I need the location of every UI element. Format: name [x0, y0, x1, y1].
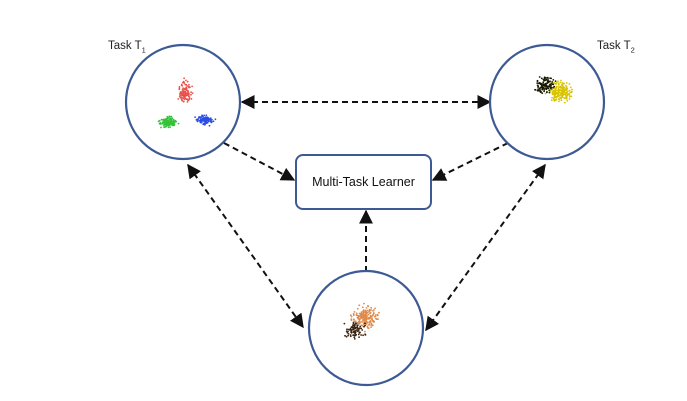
task-t3-node — [307, 269, 425, 387]
arrow-t1-t3 — [187, 163, 304, 329]
arrow-t1-learner — [223, 142, 296, 181]
arrow-t2-learner — [431, 142, 509, 181]
task-t1-cluster-blue — [194, 114, 217, 127]
task-t3-cluster-dark — [343, 321, 367, 340]
task-t2-label: Task T2 — [597, 40, 635, 55]
task-t1-label: Task T1 — [108, 40, 146, 55]
task-t3-cluster-orange — [349, 302, 380, 333]
multi-task-learner-label: Multi-Task Learner — [312, 175, 415, 189]
multi-task-learner-box: Multi-Task Learner — [295, 154, 432, 210]
task-t1-cluster-red — [177, 77, 194, 103]
task-t1-cluster-green — [157, 115, 180, 129]
task-t2-node — [488, 43, 606, 161]
arrow-t2-t3 — [425, 163, 546, 332]
task-t2-cluster-dark — [534, 76, 557, 95]
